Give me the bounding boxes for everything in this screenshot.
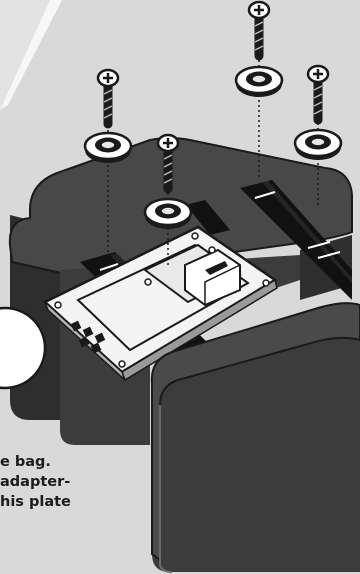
instruction-line-1: e bag.	[0, 452, 150, 472]
instruction-text: e bag. adapter- his plate	[0, 452, 150, 512]
background-wedge	[0, 0, 62, 110]
instruction-line-3: his plate	[0, 492, 150, 512]
instruction-line-2: adapter-	[0, 472, 150, 492]
